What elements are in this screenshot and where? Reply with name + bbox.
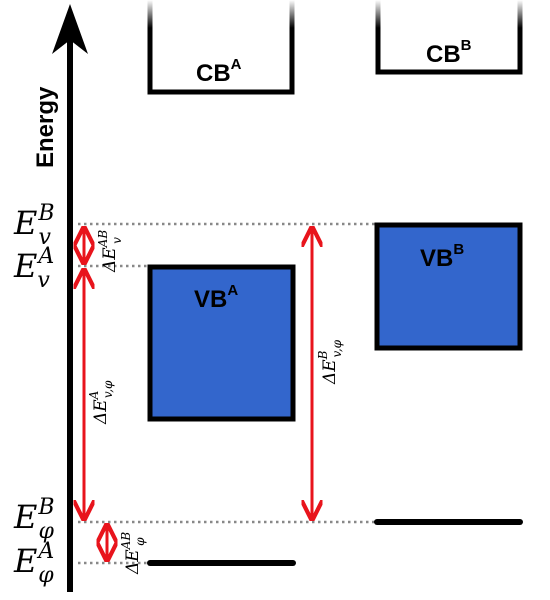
delta-ev-phi-b-label: ΔEBv,φ [316, 339, 344, 385]
vb-a-band: VBA [147, 264, 296, 422]
vb-a-label: VBA [194, 282, 238, 313]
gap-arrows [84, 228, 312, 560]
delta-ev-phi-a-label: ΔEAv,φ [87, 380, 115, 425]
energy-axis-arrowhead [52, 4, 88, 54]
cb-b-label: CBB [426, 37, 472, 68]
vb-b-rect [374, 222, 523, 351]
reference-lines [78, 222, 376, 565]
cb-b-fade [368, 0, 528, 28]
cb-a-fade [140, 0, 300, 28]
vb-a-rect [147, 264, 296, 422]
cb-b-outline [375, 0, 523, 75]
cb-a-label: CBA [196, 56, 242, 87]
cb-b-band: CBB [368, 0, 528, 75]
vb-b-label: VBB [420, 241, 464, 272]
vb-b-band: VBB [374, 222, 523, 351]
energy-axis: Energy [32, 4, 88, 592]
cb-a-outline [147, 0, 295, 95]
delta-ephi-ab-label: ΔEABφ [119, 532, 147, 575]
cb-a-band: CBA [140, 0, 300, 95]
delta-ev-ab-label: ΔEABv [96, 230, 124, 273]
energy-axis-label: Energy [32, 86, 59, 168]
